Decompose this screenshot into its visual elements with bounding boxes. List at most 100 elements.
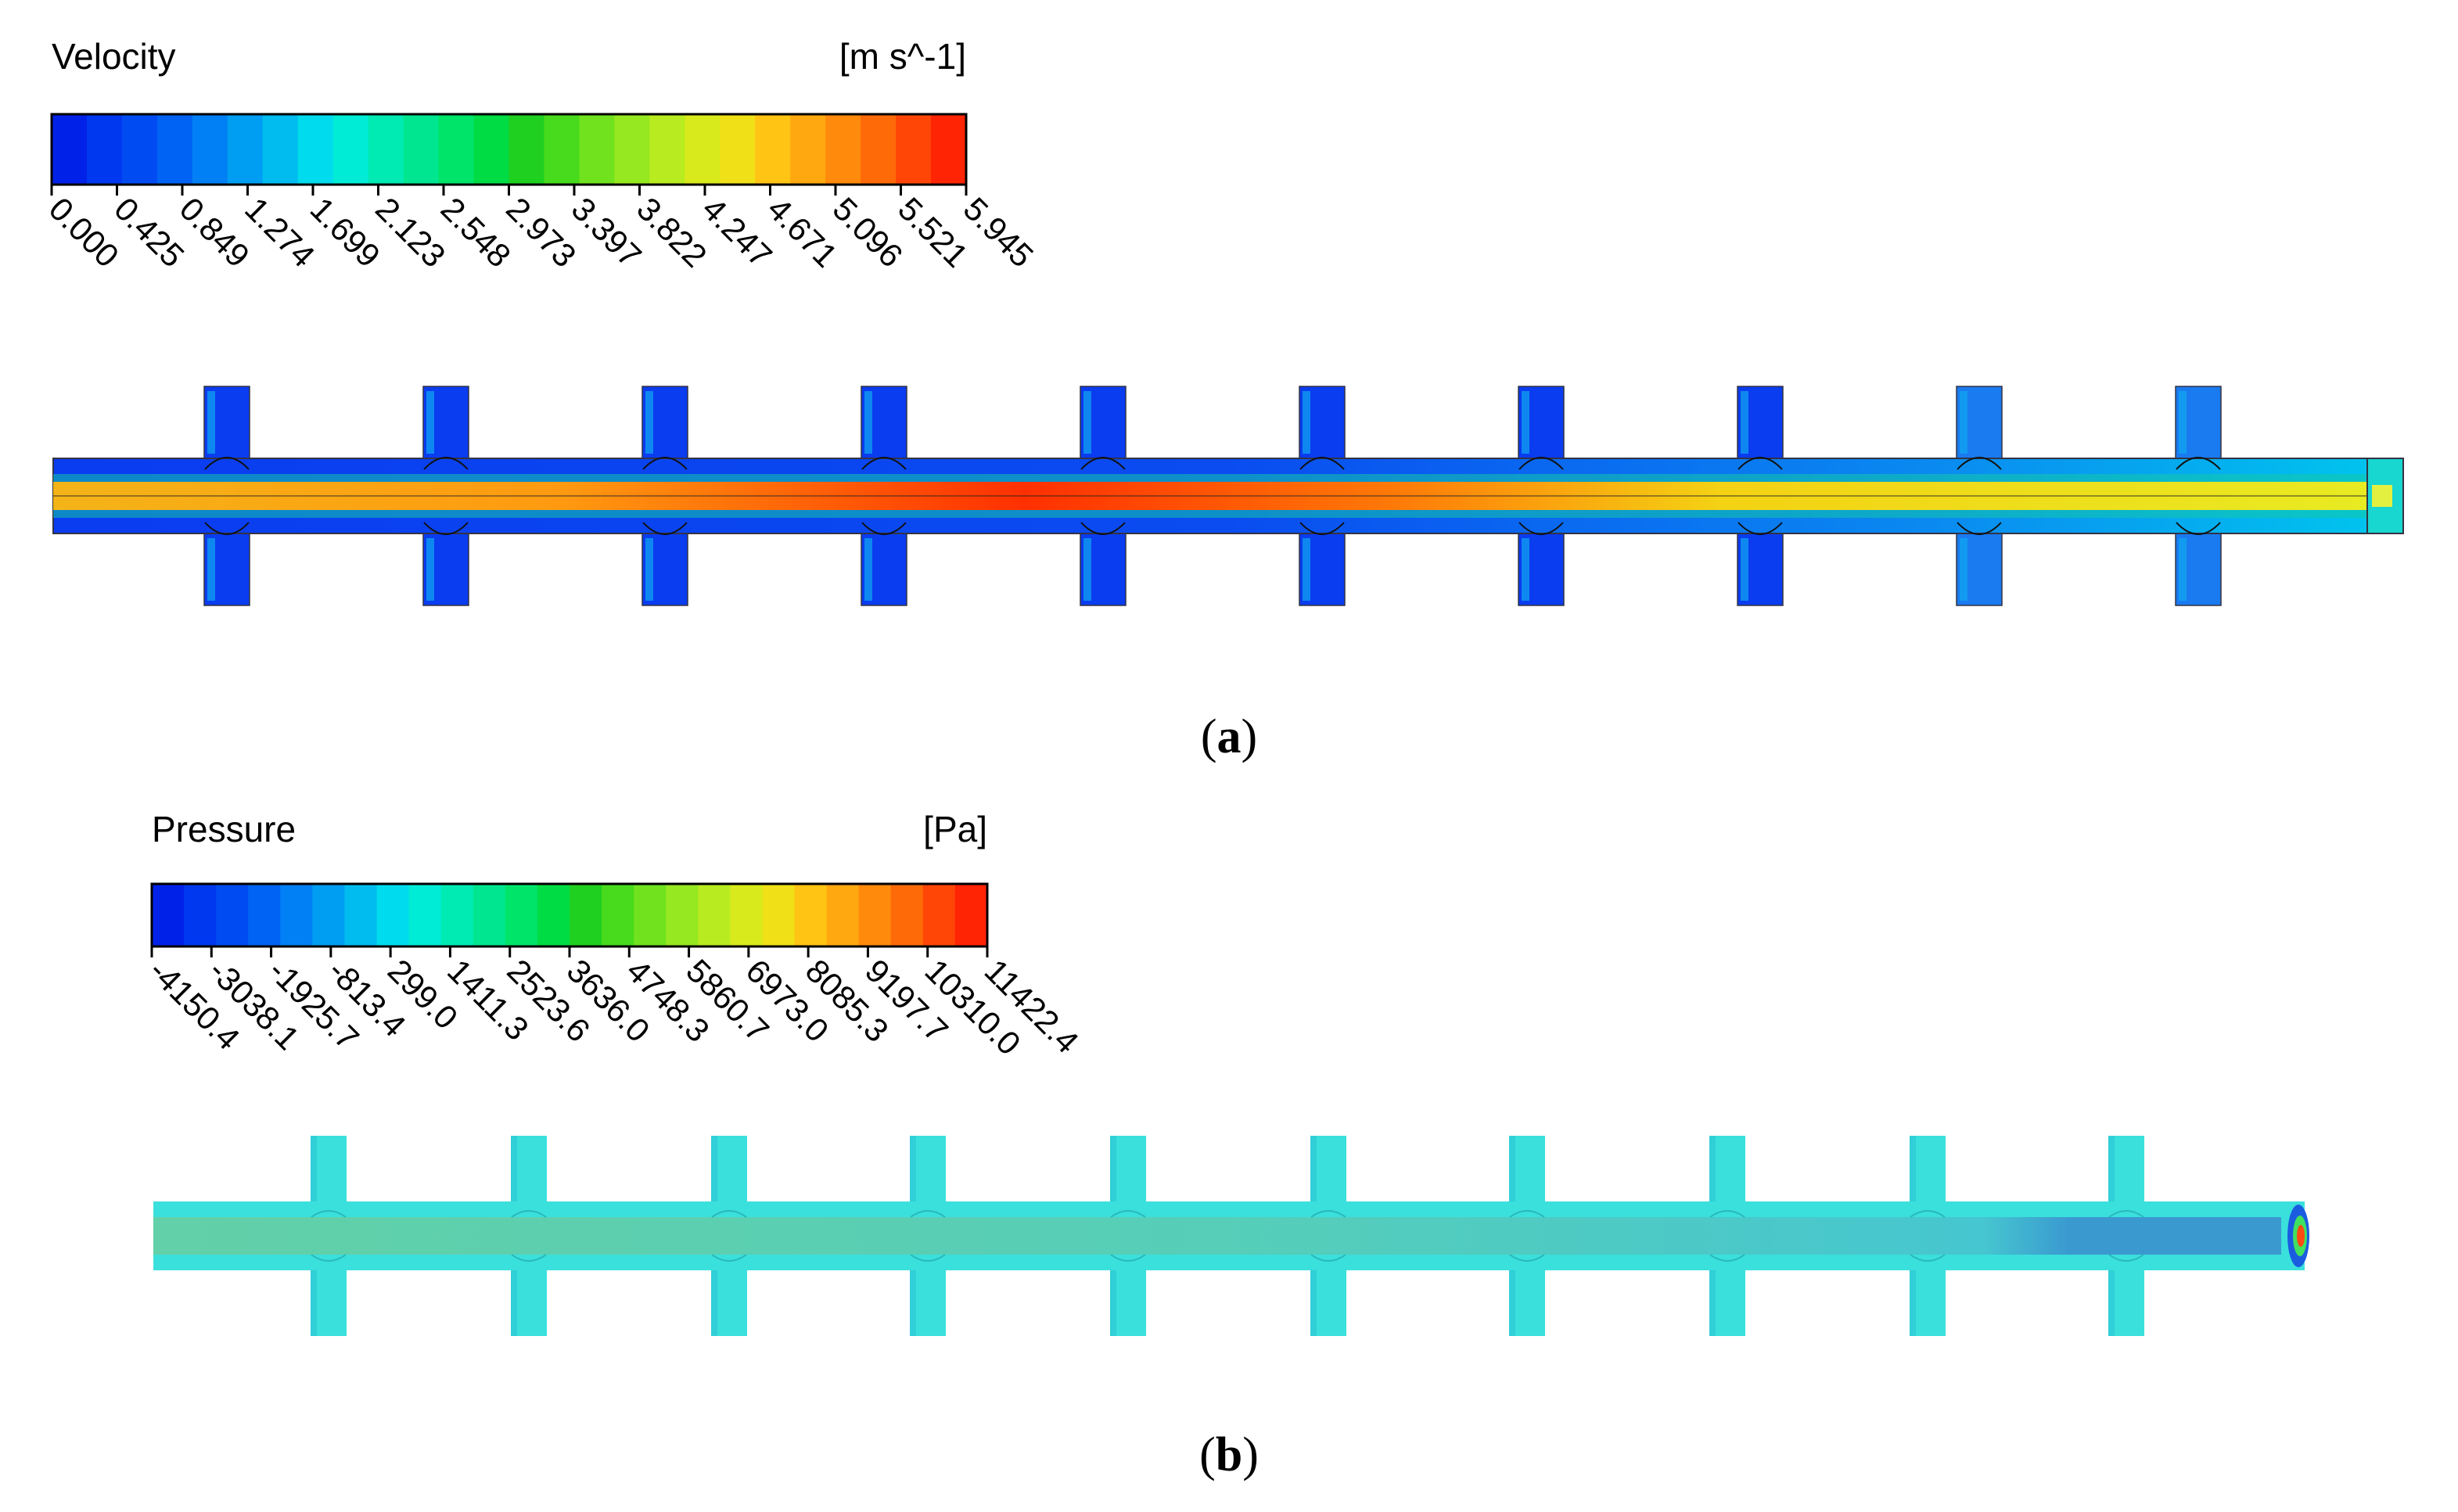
junction-arc [1957, 457, 2002, 470]
branch-wall-shading [711, 1270, 717, 1336]
tick-label: 3.397 [565, 190, 649, 275]
colorbar-segment [544, 114, 580, 185]
legend-title: Velocity [52, 36, 176, 77]
junction-arc [311, 1210, 347, 1218]
junction-arc [423, 457, 469, 470]
outlet-pressure-peak [2297, 1225, 2305, 1247]
colorbar-segment [755, 114, 791, 185]
junction-arc [2176, 522, 2221, 535]
branch-wall-shading [910, 1136, 916, 1201]
junction-arc [1080, 457, 1126, 470]
tick-label: 1.274 [238, 190, 322, 275]
colorbar-segment [537, 884, 570, 946]
junction-arc [1310, 1254, 1346, 1262]
colorbar-segment [762, 884, 796, 946]
branch-wall-shading [1709, 1270, 1716, 1336]
branch-wall-shading [645, 538, 653, 601]
branch-wall-shading [1709, 1136, 1716, 1201]
branch-wall-shading [1110, 1270, 1116, 1336]
branch-wall-shading [1960, 391, 1967, 454]
junction-arc [2108, 1210, 2144, 1218]
junction-arc [910, 1210, 946, 1218]
colorbar-segment [368, 114, 404, 185]
junction-arc [204, 522, 250, 535]
junction-arc [1518, 457, 1564, 470]
colorbar-segment [890, 884, 924, 946]
junction-arc [1709, 1254, 1745, 1262]
junction-arc [910, 1254, 946, 1262]
branch-wall-shading [1110, 1136, 1116, 1201]
branch-wall-shading [1741, 391, 1748, 454]
panel-a-caption: (a) [1201, 710, 1257, 763]
junction-arc [1737, 522, 1783, 535]
tick-label: 4.671 [760, 190, 845, 275]
colorbar-segment [86, 114, 123, 185]
colorbar-segment [861, 114, 897, 185]
colorbar-segment [579, 114, 615, 185]
colorbar-segment [858, 884, 892, 946]
branch-wall-shading [2179, 538, 2187, 601]
tick-label: 5.521 [891, 190, 976, 275]
junction-arc [1509, 1210, 1545, 1218]
branch-wall-shading [511, 1270, 517, 1336]
colorbar-segment [280, 884, 313, 946]
branch-wall-shading [864, 391, 872, 454]
junction-arc [642, 457, 688, 470]
tick-label: 2.548 [434, 190, 519, 275]
branch-wall-shading [1310, 1136, 1317, 1201]
colorbar-segment [156, 114, 193, 185]
junction-arc [711, 1210, 747, 1218]
junction-arc [1509, 1254, 1545, 1262]
branch-wall-shading [1310, 1270, 1317, 1336]
panel-b-pressure: Pressure [Pa] -4150.4-3038.1-1925.7-813.… [142, 809, 2309, 1481]
junction-arc [1110, 1210, 1146, 1218]
junction-arc [1709, 1210, 1745, 1218]
junction-arc [1737, 457, 1783, 470]
tick-label: 3.822 [630, 190, 714, 275]
branch-wall-shading [426, 538, 434, 601]
junction-arc [311, 1254, 347, 1262]
branch-wall-shading [1522, 538, 1529, 601]
branch-wall-shading [2179, 391, 2187, 454]
tick-label: 5.096 [826, 190, 911, 275]
branch-wall-shading [311, 1270, 317, 1336]
branch-wall-shading [1083, 391, 1091, 454]
panel-a-velocity: Velocity [m s^-1] 0.0000.4250.8491.2741.… [42, 36, 2404, 763]
tick-label: 4.247 [695, 190, 780, 275]
colorbar-segment [152, 884, 185, 946]
colorbar-segment [634, 884, 667, 946]
colorbar-segment [344, 884, 378, 946]
branch-wall-shading [511, 1136, 517, 1201]
colorbar-segment [570, 884, 602, 946]
colorbar-segment [440, 884, 474, 946]
junction-arc [1910, 1254, 1946, 1262]
tick-label: 0.849 [173, 190, 257, 275]
colorbar-segment [473, 114, 510, 185]
colorbar-segment [922, 884, 956, 946]
colorbar-segment [794, 884, 828, 946]
colorbar-segment [473, 884, 506, 946]
pressure-colorbar [150, 882, 989, 948]
branch-wall-shading [426, 391, 434, 454]
tick-label: 2.123 [368, 190, 453, 275]
colorbar-segment [896, 114, 932, 185]
branch-wall-shading [311, 1136, 317, 1201]
tick-label: 0.000 [42, 190, 127, 275]
colorbar-segment [698, 884, 731, 946]
pressure-tick-labels: -4150.4-3038.1-1925.7-813.4299.01411.325… [142, 946, 1086, 1062]
junction-arc [1080, 522, 1126, 535]
branch-wall-shading [910, 1270, 916, 1336]
colorbar-segment [184, 884, 217, 946]
branch-wall-shading [645, 391, 653, 454]
colorbar-segment [52, 114, 88, 185]
colorbar-segment [438, 114, 475, 185]
junction-arc [2176, 457, 2221, 470]
pressure-contour-domain [153, 1136, 2309, 1336]
colorbar-segment [121, 114, 158, 185]
junction-arc [511, 1254, 547, 1262]
branch-wall-shading [1960, 538, 1967, 601]
colorbar-segment [666, 884, 699, 946]
colorbar-segment [826, 884, 860, 946]
branch-wall-shading [2108, 1136, 2115, 1201]
colorbar-segment [825, 114, 861, 185]
